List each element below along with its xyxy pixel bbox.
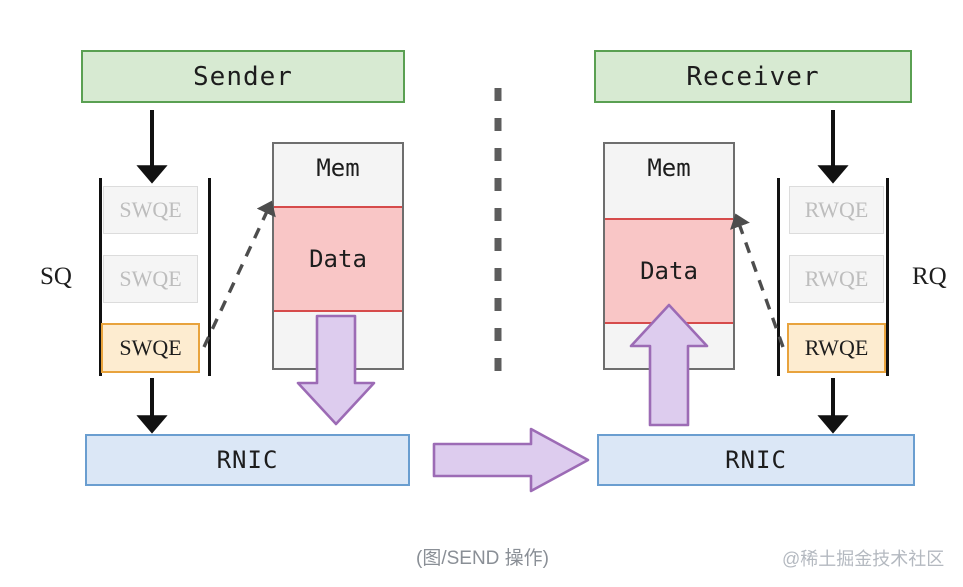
sender-host-box: Sender: [81, 50, 405, 103]
sender-queue-left-rail: [99, 178, 102, 376]
receiver-wqe-2-active[interactable]: RWQE: [787, 323, 886, 373]
sender-queue-right-rail: [208, 178, 211, 376]
sender-rnic-label: RNIC: [216, 446, 279, 474]
receiver-wqe-1-label: RWQE: [804, 266, 869, 291]
receiver-wqe-0-label: RWQE: [804, 197, 869, 222]
receiver-wqe-2-label: RWQE: [804, 335, 869, 360]
receiver-queue-right-rail: [886, 178, 889, 376]
sender-queue-label: SQ: [40, 263, 72, 290]
receiver-memory-data-label: Data: [640, 257, 698, 285]
watermark: @稀土掘金技术社区: [782, 549, 945, 569]
receiver-queue-label: RQ: [912, 263, 947, 290]
receiver-queue-left-rail: [777, 178, 780, 376]
sender-wqe-0[interactable]: SWQE: [103, 186, 198, 234]
swqe-points-to-data-dashed: [202, 200, 276, 348]
sender-wqe-1[interactable]: SWQE: [103, 255, 198, 303]
sender-wqe-2-active[interactable]: SWQE: [101, 323, 200, 373]
receiver-host-box: Receiver: [594, 50, 912, 103]
receiver-rnic-label: RNIC: [725, 446, 787, 474]
sender-wqe-2-label: SWQE: [119, 335, 182, 360]
sender-rnic-box: RNIC: [85, 434, 410, 486]
receiver-wqe-1[interactable]: RWQE: [789, 255, 884, 303]
receiver-memory-label: Mem: [647, 154, 691, 182]
sender-memory-data-region: Data: [274, 206, 402, 312]
receiver-rnic-box: RNIC: [597, 434, 915, 486]
sender-wqe-0-label: SWQE: [119, 197, 182, 222]
receiver-host-label: Receiver: [686, 61, 820, 92]
sender-wqe-1-label: SWQE: [119, 266, 182, 291]
receiver-wqe-0[interactable]: RWQE: [789, 186, 884, 234]
figure-caption: (图/SEND 操作): [416, 548, 550, 569]
sender-host-label: Sender: [193, 61, 293, 92]
sender-memory-data-label: Data: [309, 245, 367, 273]
receiver-memory-data-region: Data: [605, 218, 733, 324]
network-transfer-arrow: [432, 427, 590, 493]
sender-memory-label: Mem: [316, 154, 360, 182]
